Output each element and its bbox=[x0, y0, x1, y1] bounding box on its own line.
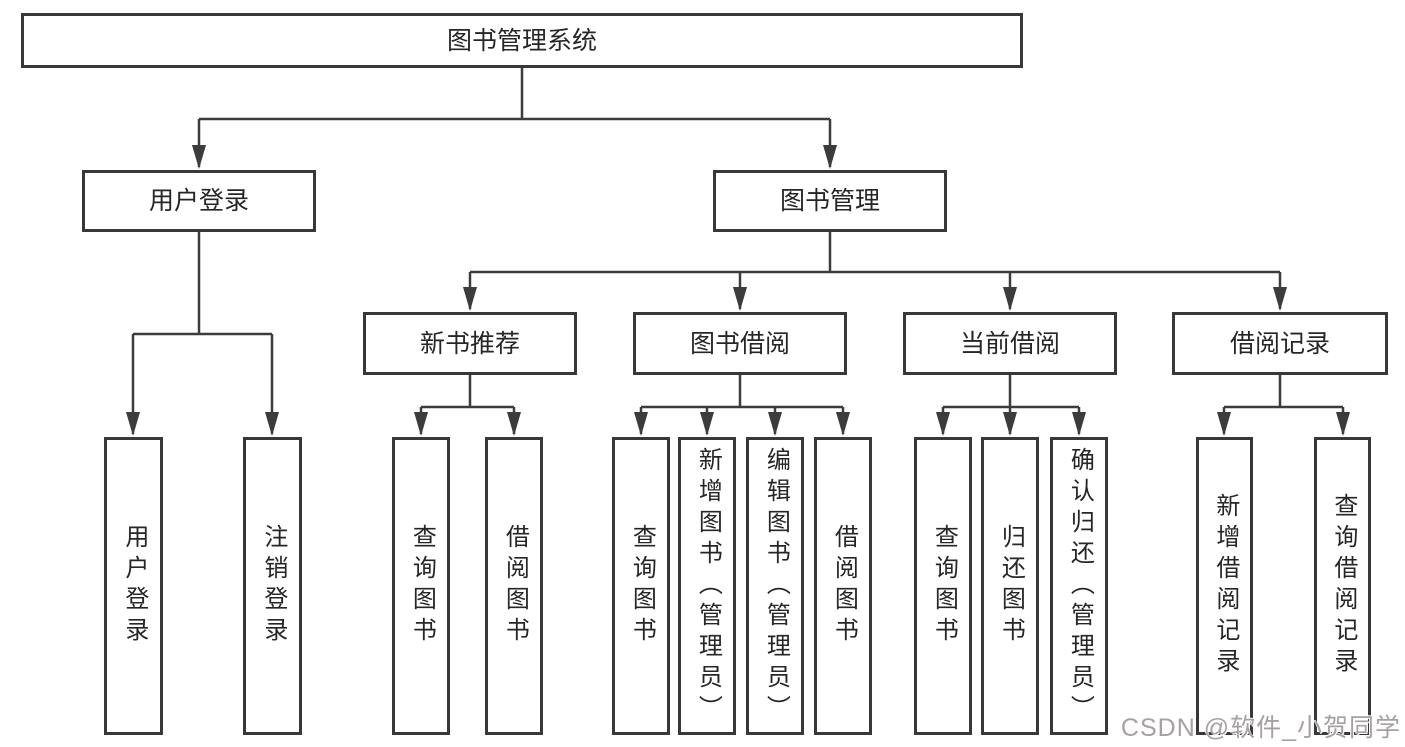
node-root-system: 图书管理系统 bbox=[21, 13, 1023, 68]
leaf-nb-query-books: 查询图书 bbox=[392, 437, 450, 735]
leaf-nb-borrow-books: 借阅图书 bbox=[485, 437, 543, 735]
leaf-bb-query-books: 查询图书 bbox=[612, 437, 670, 735]
leaf-cb-confirm-return-admin: 确认归还（管理员） bbox=[1050, 437, 1108, 735]
leaf-logout: 注销登录 bbox=[243, 437, 302, 735]
leaf-bb-borrow-books: 借阅图书 bbox=[814, 437, 872, 735]
node-current-borrowing: 当前借阅 bbox=[903, 312, 1117, 375]
node-book-management: 图书管理 bbox=[713, 170, 947, 232]
node-new-book-recommend: 新书推荐 bbox=[363, 312, 577, 375]
leaf-bb-add-books-admin: 新增图书（管理员） bbox=[678, 437, 736, 735]
leaf-bb-edit-books-admin: 编辑图书（管理员） bbox=[746, 437, 804, 735]
leaf-cb-query-books: 查询图书 bbox=[914, 437, 972, 735]
node-user-login: 用户登录 bbox=[82, 170, 316, 232]
node-borrow-records: 借阅记录 bbox=[1172, 312, 1388, 375]
connector-trunks bbox=[133, 68, 1343, 409]
leaf-br-query-record: 查询借阅记录 bbox=[1314, 437, 1371, 735]
csdn-watermark: CSDN @软件_小贺同学 bbox=[1120, 714, 1401, 742]
leaf-user-login: 用户登录 bbox=[104, 437, 163, 735]
node-book-borrowing: 图书借阅 bbox=[633, 312, 847, 375]
leaf-br-add-record: 新增借阅记录 bbox=[1196, 437, 1253, 735]
leaf-cb-return-books: 归还图书 bbox=[981, 437, 1039, 735]
